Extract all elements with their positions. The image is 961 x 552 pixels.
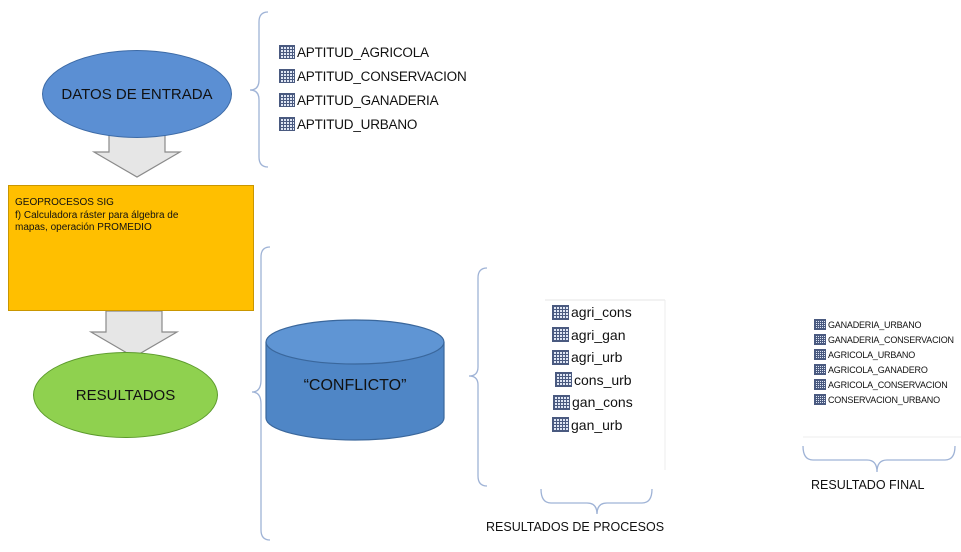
raster-grid-icon [553, 394, 570, 410]
layer-item: APTITUD_GANADERIA [279, 88, 467, 112]
layer-name: cons_urb [574, 371, 632, 388]
raster-grid-icon [279, 69, 295, 83]
layer-name: gan_cons [572, 394, 633, 411]
layer-name: GANADERIA_CONSERVACION [828, 334, 954, 345]
final-layer-list: GANADERIA_URBANO GANADERIA_CONSERVACION … [814, 317, 954, 407]
layer-name: AGRICOLA_URBANO [828, 349, 916, 360]
layer-item: AGRICOLA_CONSERVACION [814, 377, 954, 392]
process-results-caption: RESULTADOS DE PROCESOS [486, 520, 665, 534]
raster-grid-icon [552, 327, 569, 343]
layer-item: agri_cons [552, 301, 633, 324]
layer-item: GANADERIA_CONSERVACION [814, 332, 954, 347]
input-data-node: DATOS DE ENTRADA [42, 50, 232, 138]
layer-name: APTITUD_GANADERIA [297, 92, 439, 108]
raster-grid-icon [814, 394, 826, 405]
raster-grid-icon [552, 304, 569, 320]
layer-item: APTITUD_URBANO [279, 112, 467, 136]
raster-grid-icon [814, 364, 826, 375]
raster-grid-icon [814, 379, 826, 390]
layer-item: CONSERVACION_URBANO [814, 392, 954, 407]
conflict-cylinder [265, 319, 445, 441]
layer-name: gan_urb [571, 416, 623, 433]
raster-grid-icon [814, 319, 826, 330]
conflict-label: “CONFLICTO” [303, 377, 407, 394]
raster-grid-icon [814, 349, 826, 360]
layer-item: agri_urb [552, 346, 633, 369]
layer-item: AGRICOLA_URBANO [814, 347, 954, 362]
layer-name: agri_urb [571, 349, 623, 366]
geoprocess-line-1: f) Calculadora ráster para álgebra de [15, 209, 179, 221]
input-layer-list: APTITUD_AGRICOLA APTITUD_CONSERVACION AP… [279, 40, 467, 136]
raster-grid-icon [279, 117, 295, 131]
brace-final-result [802, 445, 956, 473]
raster-grid-icon [552, 417, 569, 433]
raster-grid-icon [279, 93, 295, 107]
layer-name: agri_cons [571, 304, 632, 321]
final-result-caption: RESULTADO FINAL [811, 478, 925, 492]
raster-grid-icon [555, 372, 572, 388]
bracket-process-layers [468, 267, 488, 487]
layer-name: AGRICOLA_GANADERO [828, 364, 928, 375]
layer-item: AGRICOLA_GANADERO [814, 362, 954, 377]
layer-name: agri_gan [571, 326, 626, 343]
layer-name: APTITUD_URBANO [297, 116, 418, 132]
layer-item: APTITUD_AGRICOLA [279, 40, 467, 64]
bracket-input-layers [249, 11, 269, 168]
layer-name: GANADERIA_URBANO [828, 319, 922, 330]
layer-item: APTITUD_CONSERVACION [279, 64, 467, 88]
layer-name: APTITUD_AGRICOLA [297, 44, 429, 60]
process-layer-list: agri_cons agri_gan agri_urb cons_urb gan… [552, 301, 633, 436]
bracket-conflict [251, 246, 271, 541]
raster-grid-icon [814, 334, 826, 345]
layer-item: agri_gan [552, 324, 633, 347]
layer-name: APTITUD_CONSERVACION [297, 68, 467, 84]
down-arrow-2 [88, 310, 180, 358]
geoprocess-line-2: mapas, operación PROMEDIO [15, 222, 152, 233]
raster-grid-icon [279, 45, 295, 59]
raster-grid-icon [552, 349, 569, 365]
layer-name: AGRICOLA_CONSERVACION [828, 379, 948, 390]
layer-item: gan_urb [552, 414, 633, 437]
brace-process-results [540, 488, 653, 515]
results-node: RESULTADOS [33, 352, 218, 438]
layer-item: cons_urb [552, 369, 633, 392]
input-data-label: DATOS DE ENTRADA [61, 85, 213, 103]
layer-item: GANADERIA_URBANO [814, 317, 954, 332]
geoprocess-box: GEOPROCESOS SIG f) Calculadora ráster pa… [8, 185, 254, 311]
layer-name: CONSERVACION_URBANO [828, 394, 940, 405]
layer-item: gan_cons [552, 391, 633, 414]
geoprocess-title: GEOPROCESOS SIG [15, 197, 114, 208]
results-label: RESULTADOS [75, 386, 176, 404]
